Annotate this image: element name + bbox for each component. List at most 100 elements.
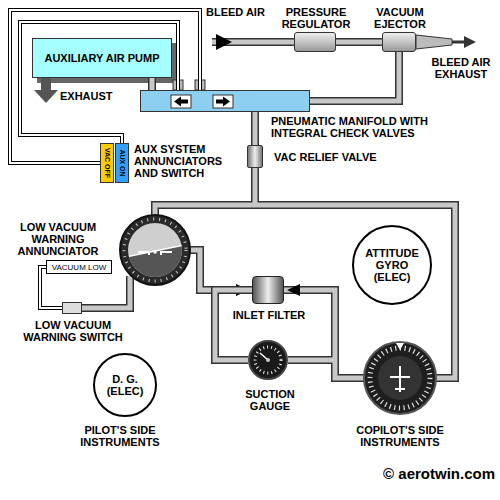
callout-label-box: AUX SYSTEM ANNUNCIATORS AND SWITCH: [134, 143, 248, 179]
pipe-outline: [310, 52, 399, 101]
pipe-outline: [215, 290, 252, 360]
flow-arrow: [181, 100, 188, 104]
suction-pipe: [288, 356, 335, 364]
component-label-box: VACUUM EJECTOR: [355, 6, 445, 30]
suction-pipe: [288, 358, 335, 363]
vac-relief-valve: VAC RELIEF VALVE: [247, 145, 263, 168]
copyright-watermark-box: © aerotwin.com: [300, 466, 495, 482]
flow-label: EXHAUST: [60, 90, 140, 102]
pipe-fill: [253, 112, 258, 145]
flow-label-box: EXHAUST: [60, 90, 140, 102]
flow-label: BLEED AIR: [206, 6, 286, 18]
exhaust-arrow-shaft: [452, 41, 466, 44]
pipe-fill: [215, 290, 252, 360]
component-label-box: LOW VACUUM WARNING SWITCH: [13, 319, 133, 343]
annunciator-aux-on: AUX ON: [115, 143, 129, 183]
pressure-regulator: PRESSURE REGULATOR: [294, 32, 336, 52]
flow-label-box: BLEED AIR: [206, 6, 286, 18]
pneumatic-line: [255, 112, 256, 145]
annunciator-text: VACUUM LOW: [52, 263, 107, 272]
wire-fill: [10, 10, 200, 163]
check-valve-symbols: [141, 91, 311, 113]
component-label-box: VAC RELIEF VALVE: [274, 151, 424, 163]
hsi-bezel: [364, 342, 436, 414]
suction-dial: [250, 342, 286, 378]
instrument-label: D. G. (ELEC): [97, 373, 153, 397]
ground: [120, 244, 190, 290]
pump-label: AUXILIARY AIR PUMP: [44, 52, 159, 64]
pipe-fills: [82, 42, 455, 378]
filter-pipe: [284, 290, 364, 378]
electrical-wire: [10, 10, 200, 163]
component-label-box: LOW VACUUM WARNING ANNUNCIATOR: [5, 221, 111, 257]
component-label: LOW VACUUM WARNING ANNUNCIATOR: [5, 221, 111, 257]
aircraft-dot: [153, 250, 157, 254]
component-label-box: INLET FILTER: [215, 309, 323, 321]
pneumatic-line: [310, 52, 399, 101]
group-label: COPILOT'S SIDE INSTRUMENTS: [325, 424, 475, 448]
ejector-nozzle: [416, 35, 452, 49]
component-label: PNEUMATIC MANIFOLD WITH INTEGRAL CHECK V…: [271, 115, 471, 139]
component-label: INLET FILTER: [215, 309, 323, 321]
exhaust-arrow-head: [34, 90, 58, 103]
wire-outline: [20, 22, 178, 143]
dial-hub: [266, 358, 270, 362]
pipe-outlines: [82, 42, 455, 378]
check-valve: [213, 95, 233, 108]
attitude-gyro-circle: ATTITUDE GYRO (ELEC): [352, 225, 432, 305]
pneumatic-manifold: PNEUMATIC MANIFOLD WITH INTEGRAL CHECK V…: [140, 90, 310, 112]
aircraft-symbol: [390, 366, 410, 392]
filter-pipe: [284, 290, 364, 378]
component-label-box: SUCTION GAUGE: [235, 388, 305, 412]
exhaust-arrow-shaft: [41, 78, 51, 90]
bleed-air-arrow: [216, 34, 232, 50]
horizon-line: [120, 244, 190, 258]
pipe-outline: [251, 112, 259, 145]
lubber-line: [396, 343, 404, 350]
instrument-label: ATTITUDE GYRO (ELEC): [358, 247, 426, 283]
pipe-fill: [336, 40, 382, 45]
pipe-outline: [148, 78, 156, 90]
flow-arrow: [287, 284, 300, 296]
auxiliary-air-pump: AUXILIARY AIR PUMP: [32, 38, 172, 78]
switch-pipe: [82, 276, 130, 308]
vacuum-ejector: VACUUM EJECTOR: [382, 32, 416, 52]
flow-arrow: [174, 97, 181, 107]
relief-pipe: [251, 168, 259, 205]
pneumatic-line: [336, 42, 382, 43]
pneumatic-line: [152, 78, 153, 90]
low-vacuum-annunciator: LOW VACUUM WARNING ANNUNCIATORVACUUM LOW: [46, 260, 112, 274]
dial-scale: [255, 347, 281, 373]
compass-scale: [370, 348, 430, 408]
component-label-box: PNEUMATIC MANIFOLD WITH INTEGRAL CHECK V…: [271, 115, 471, 139]
pipe-fill: [150, 78, 155, 90]
component-label: SUCTION GAUGE: [235, 388, 305, 412]
attitude-indicator-face: [120, 223, 190, 290]
annunciator-text: AUX ON: [118, 149, 126, 176]
low-vacuum-switch: LOW VACUUM WARNING SWITCH: [62, 302, 82, 314]
electrical-wire: [20, 22, 178, 143]
flow-arrow: [223, 97, 230, 107]
wire-fill: [20, 22, 178, 143]
group-label-box: PILOT'S SIDE INSTRUMENTS: [45, 424, 195, 448]
component-label: LOW VACUUM WARNING SWITCH: [13, 319, 133, 343]
exhaust-arrow-head: [464, 36, 476, 48]
flow-arrow: [216, 100, 223, 104]
hsi-face: [378, 356, 422, 400]
filter-pipe: [190, 250, 252, 290]
directional-gyro-circle: D. G. (ELEC): [93, 353, 157, 417]
component-label: PRESSURE REGULATOR: [270, 6, 362, 30]
pneumatic-line: [215, 290, 252, 360]
flow-label: BLEED AIR EXHAUST: [426, 56, 496, 80]
inlet-filter: INLET FILTER: [252, 276, 284, 304]
callout-label: AUX SYSTEM ANNUNCIATORS AND SWITCH: [134, 143, 248, 179]
relief-pipe: [253, 168, 258, 205]
annunciator-text: VAC OFF: [103, 148, 111, 178]
component-label: VACUUM EJECTOR: [355, 6, 445, 30]
pipe-fill: [310, 52, 399, 101]
annunciator-vac-off: VAC OFF: [100, 143, 114, 183]
wire-outline: [10, 10, 200, 163]
switch-pipe: [82, 276, 130, 308]
check-valve: [171, 95, 191, 108]
